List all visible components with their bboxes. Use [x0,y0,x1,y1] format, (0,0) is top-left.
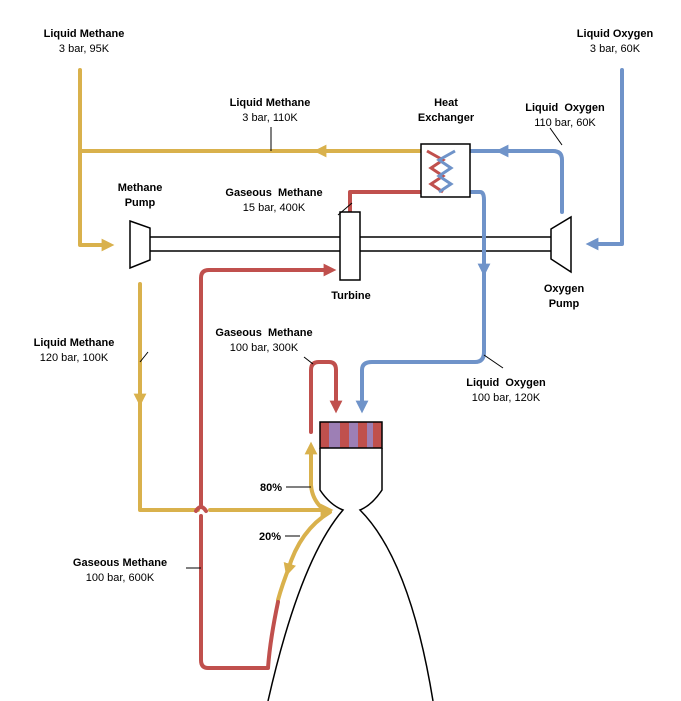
gaseous-methane-hx-state: 15 bar, 400K [243,202,306,214]
methane-pump [129,219,151,270]
oxygen-after-pump-name: Liquid Oxygen [525,102,605,114]
heat-exchanger-label-2: Exchanger [418,112,475,124]
gaseous-methane-nozzle-state: 100 bar, 600K [86,572,155,584]
oxygen-pump-label-2: Pump [549,298,580,310]
turbine [339,211,361,281]
oxygen-after-pump-state: 110 bar, 60K [534,117,596,129]
oxygen-pipes [355,68,624,414]
methane-return-state: 3 bar, 110K [242,112,298,124]
hot-methane-pipes [194,190,431,670]
leader-lines [139,127,563,569]
gaseous-methane-injector-name: Gaseous Methane [215,327,312,339]
oxygen-inlet-state: 3 bar, 60K [590,43,641,55]
oxygen-to-chamber-name: Liquid Oxygen [466,377,546,389]
gaseous-methane-hx-name: Gaseous Methane [225,187,322,199]
gaseous-methane-injector-state: 100 bar, 300K [230,342,299,354]
split-20-label: 20% [259,531,281,543]
oxygen-inlet-name: Liquid Oxygen [577,28,654,40]
oxygen-pump-label-1: Oxygen [544,283,585,295]
methane-pump-label-1: Methane [118,182,163,194]
oxygen-to-chamber-state: 100 bar, 120K [472,392,541,404]
methane-after-pump-name: Liquid Methane [34,337,115,349]
methane-after-pump-state: 120 bar, 100K [40,352,109,364]
methane-inlet-state: 3 bar, 95K [59,43,110,55]
methane-pipes [78,68,429,602]
split-80-label: 80% [260,482,282,494]
injector-head [319,421,383,449]
gaseous-methane-nozzle-name: Gaseous Methane [73,557,167,569]
methane-inlet-name: Liquid Methane [44,28,125,40]
heat-exchanger-label-1: Heat [434,97,458,109]
methane-pump-label-2: Pump [125,197,156,209]
nozzle-bell [267,448,434,701]
turbine-label: Turbine [331,290,371,302]
heat-exchanger [420,143,471,198]
oxygen-pump [550,215,572,274]
methane-return-name: Liquid Methane [230,97,311,109]
